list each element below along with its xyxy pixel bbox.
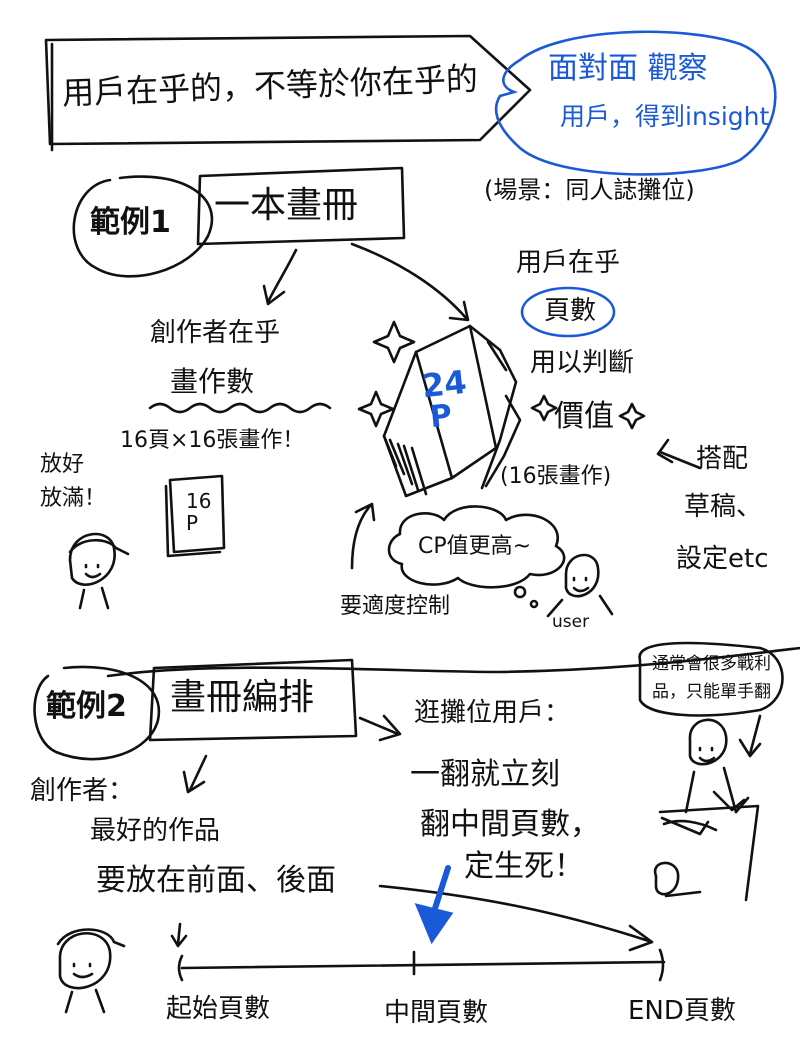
arrow-to-creator — [266, 248, 298, 304]
visitor-line-2: 翻中間頁數， — [420, 807, 600, 842]
bubble-line-2: 用戶，得到insight — [560, 102, 770, 131]
scene-label: (場景：同人誌攤位) — [484, 176, 695, 204]
mini-book-outline — [168, 474, 226, 554]
book-stack — [382, 324, 522, 498]
creator-cares: 創作者在乎 — [150, 318, 281, 348]
doodle-person-left — [68, 532, 130, 610]
timeline-end-label: END頁數 — [628, 996, 736, 1026]
user-item-oval — [520, 286, 616, 338]
match-line-3: 設定etc — [676, 544, 769, 574]
stuffed-line-2: 放滿！ — [40, 486, 107, 511]
arrow-down-start — [176, 922, 182, 946]
user-item: 頁數 — [544, 296, 597, 326]
book-pages-unit: P — [428, 397, 454, 436]
example1-badge-frame — [72, 175, 214, 278]
example2-badge: 範例2 — [46, 689, 127, 724]
blue-down-arrow — [414, 865, 454, 945]
moderate-label: 要適度控制 — [340, 594, 451, 619]
cp-bubble-text: CP值更高~ — [418, 534, 532, 559]
example1-title-frame — [196, 166, 406, 246]
visitor-title: 逛攤位用戶： — [414, 698, 571, 728]
match-line-2: 草稿、 — [684, 492, 763, 522]
arrow-from-note — [748, 714, 762, 756]
visitor-line-3: 定生死！ — [464, 849, 584, 884]
timeline-tick-start — [177, 954, 184, 982]
timeline-line — [180, 960, 666, 970]
doodle-person-bottom — [56, 928, 126, 1014]
title-banner-frame — [44, 34, 532, 146]
creator-line-2: 要放在前面、後面 — [96, 863, 336, 898]
example2-badge-frame — [33, 665, 161, 761]
pages-note: 16頁×16張畫作！ — [120, 428, 305, 453]
example1-title: 一本畫冊 — [214, 185, 359, 226]
squiggle-underline — [148, 402, 332, 414]
doodle-seated-person — [653, 718, 760, 902]
sparkle-top — [372, 320, 416, 364]
timeline-start-label: 起始頁數 — [166, 994, 271, 1024]
arrow-to-end — [378, 884, 654, 944]
section-divider — [106, 646, 800, 678]
value-note: (16張畫作) — [500, 464, 612, 489]
cp-thought-cloud — [387, 505, 566, 589]
bubble-line-1: 面對面 觀察 — [548, 51, 708, 86]
example1-badge: 範例1 — [90, 205, 171, 240]
note-line-1: 通常會很多戰利 — [652, 654, 771, 674]
creator-label: 創作者： — [30, 776, 135, 806]
arrow-up-moderate — [350, 504, 372, 570]
judge-label: 用以判斷 — [530, 348, 635, 378]
book-pages-num: 24 — [420, 362, 469, 406]
arrow-to-visitor — [358, 716, 400, 736]
timeline-tick-end — [658, 948, 665, 982]
user-cares: 用戶在乎 — [516, 248, 621, 278]
arrow-down-creator — [188, 754, 208, 792]
arrow-to-book — [350, 242, 468, 320]
creator-line-1: 最好的作品 — [90, 816, 221, 846]
note-bubble — [638, 641, 784, 717]
visitor-line-1: 一翻就立刻 — [410, 757, 560, 792]
arrow-from-match — [658, 450, 702, 470]
timeline-middle-label: 中間頁數 — [384, 998, 489, 1028]
example2-title-frame — [148, 658, 358, 742]
match-line-1: 搭配 — [696, 444, 749, 474]
user-label: user — [552, 612, 590, 632]
doodle-user-right — [546, 553, 614, 618]
creator-item: 畫作數 — [170, 365, 255, 398]
stuffed-line-1: 放好 — [40, 452, 85, 477]
sparkle-right — [530, 394, 558, 422]
sparkle-right2 — [618, 402, 646, 430]
note-line-2: 品，只能單手翻 — [652, 682, 771, 702]
sparkle-left — [357, 390, 395, 428]
blue-bubble — [494, 30, 777, 176]
value-label: 價值 — [554, 399, 614, 434]
example2-title: 畫冊編排 — [170, 677, 315, 718]
